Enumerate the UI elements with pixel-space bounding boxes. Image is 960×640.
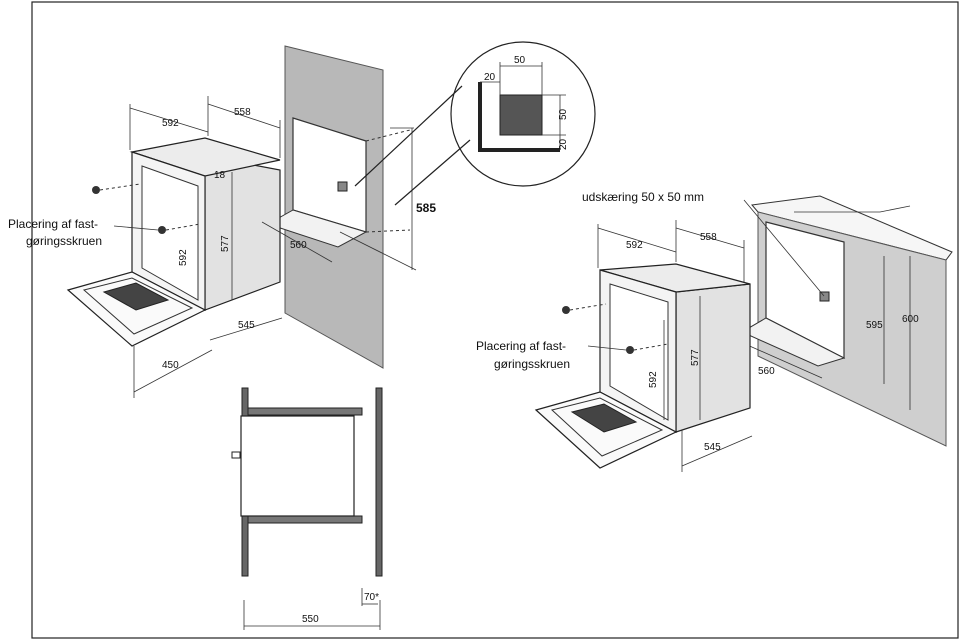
right-oven-diagram: 592 558 592 577 595 600 560 545 udskærin… [476,190,953,472]
left-dim-depth-top: 558 [234,107,251,118]
left-dim-width-top: 592 [162,118,179,129]
right-niche-cutout [819,291,830,302]
left-dim-height-front: 592 [178,249,189,266]
left-dim-niche-depth: 560 [290,240,307,251]
left-dim-door-depth: 450 [162,360,179,371]
right-dim-niche-depth: 560 [758,366,775,377]
left-dim-inner-offset: 18 [214,170,226,181]
inset-dim-offset-bottom: 20 [558,138,569,150]
inset-square [499,94,543,136]
right-oven-side [675,283,751,433]
section-bottom-shelf [247,515,363,524]
right-screw-mid [626,343,669,354]
right-cutout-label: udskæring 50 x 50 mm [582,190,704,204]
left-dim-body-depth: 545 [238,320,255,331]
cutout-detail-inset: 50 50 20 20 [354,41,596,206]
right-callout-line1: Placering af fast- [476,339,566,353]
left-niche-cutout [337,181,348,192]
left-screw-mid [158,223,201,234]
section-right-post [375,387,383,577]
left-oven-diagram: 592 558 18 592 577 585 560 545 450 Place… [8,45,436,398]
section-oven-handle [231,451,241,459]
right-oven-door-window [570,403,638,433]
section-oven-body [240,415,355,517]
inset-dim-offset-left: 20 [484,72,496,83]
left-callout-line1: Placering af fast- [8,217,98,231]
left-dim-niche-height: 585 [416,201,436,215]
right-callout-line2: gøringsskruen [494,357,570,371]
right-dim-niche-height: 595 [866,320,883,331]
left-dim-height-side: 577 [220,235,231,252]
left-oven-front-inner [141,165,199,301]
section-view: 550 70* [231,387,383,630]
right-dim-height-front: 592 [648,371,659,388]
drawing-frame [31,1,959,639]
section-dim-gap: 70* [364,592,379,603]
inset-corner [478,82,560,152]
section-dim-width: 550 [302,614,319,625]
section-top-shelf [247,407,363,416]
inset-dim-square-width: 50 [514,55,526,66]
right-screw-top [562,303,607,314]
left-callout-line2: gøringsskruen [26,234,102,248]
right-dim-width-top: 592 [626,240,643,251]
right-dim-cabinet-height: 600 [902,314,919,325]
inset-dim-square-height: 50 [558,108,569,120]
left-screw-top [92,183,141,194]
right-dim-height-side: 577 [690,349,701,366]
left-oven-door-window [102,282,170,311]
right-dim-depth-top: 558 [700,232,717,243]
right-dim-body-depth: 545 [704,442,721,453]
